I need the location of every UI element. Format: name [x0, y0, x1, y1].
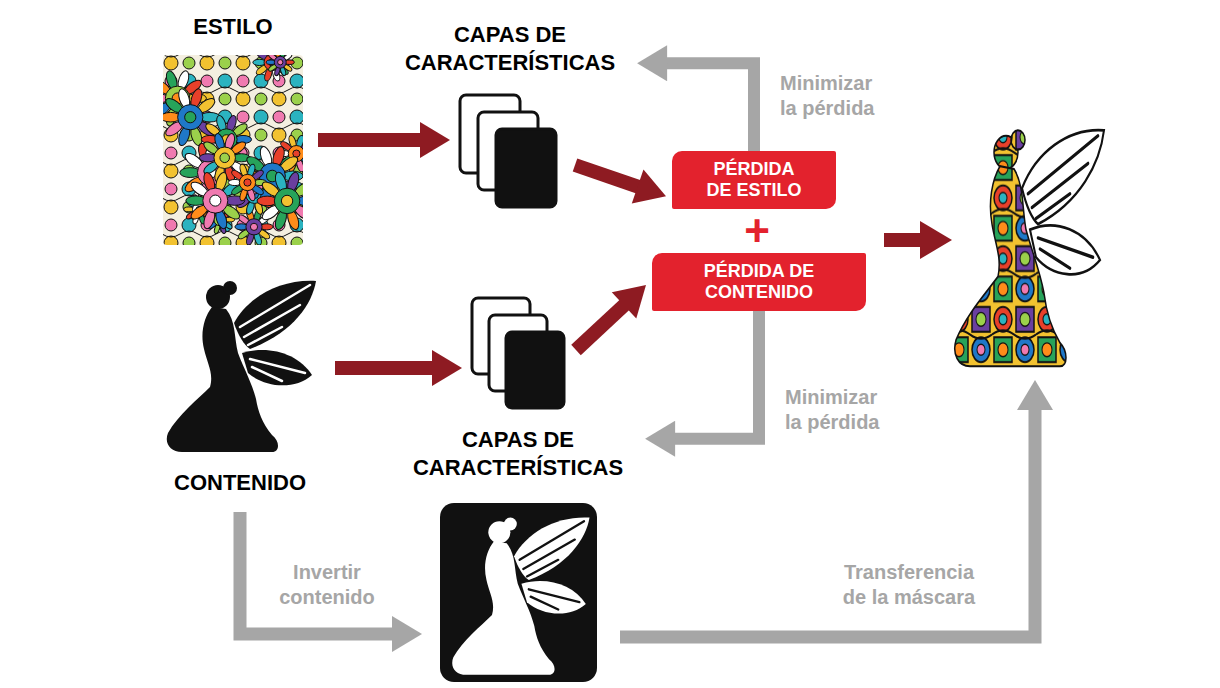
invert-arrow	[240, 512, 422, 652]
connector-arrow	[637, 45, 754, 151]
connector-arrow	[575, 165, 666, 204]
style-image-node: ESTILO	[163, 55, 303, 245]
edge-label: Minimizar la pérdida	[785, 385, 891, 435]
node-heading: CAPAS DE CARACTERÍSTICAS	[390, 21, 630, 77]
box-text: PÉRDIDA DE CONTENIDO	[684, 261, 834, 303]
node-heading: ESTILO	[133, 13, 333, 41]
connector-line	[674, 311, 759, 439]
connector-line	[576, 305, 625, 350]
style-loss-box: PÉRDIDA DE ESTILO	[672, 151, 836, 209]
step-label: Transferencia de la máscara	[833, 560, 985, 610]
step-label: Invertir contenido	[266, 560, 388, 610]
node-heading: CONTENIDO	[130, 469, 350, 497]
arrowhead	[632, 169, 666, 203]
connector-line	[318, 133, 421, 147]
arrowhead	[420, 122, 450, 158]
mask-transfer-arrow	[620, 380, 1053, 637]
connector-line	[575, 165, 639, 187]
feature-layers: CAPAS DE CARACTERÍSTICAS	[472, 298, 564, 410]
content-loss-box: PÉRDIDA DE CONTENIDO	[652, 253, 866, 311]
connector-line	[666, 63, 754, 151]
style-image	[163, 55, 303, 245]
connector-arrow	[318, 122, 450, 158]
feature-stack	[460, 95, 556, 207]
content-image-node: CONTENIDO	[160, 275, 320, 455]
feature-stack	[472, 298, 564, 408]
output-image	[955, 130, 1104, 366]
box-text: PÉRDIDA DE ESTILO	[704, 159, 804, 201]
connector-arrow	[576, 285, 646, 350]
feature-layers: CAPAS DE CARACTERÍSTICAS	[460, 95, 560, 207]
arrowhead	[645, 421, 675, 457]
node-heading: CAPAS DE CARACTERÍSTICAS	[398, 426, 638, 482]
connector-line	[335, 361, 433, 375]
plus-sign: +	[744, 209, 770, 253]
edge-label: Minimizar la pérdida	[780, 71, 886, 121]
connector-arrow	[645, 311, 759, 457]
content-silhouette	[167, 281, 316, 452]
inverted-mask	[440, 503, 597, 682]
output-arrow	[884, 221, 952, 259]
arrowhead	[637, 45, 667, 81]
arrowhead	[432, 350, 462, 386]
arrowhead	[612, 285, 646, 319]
connector-arrow	[335, 350, 462, 386]
